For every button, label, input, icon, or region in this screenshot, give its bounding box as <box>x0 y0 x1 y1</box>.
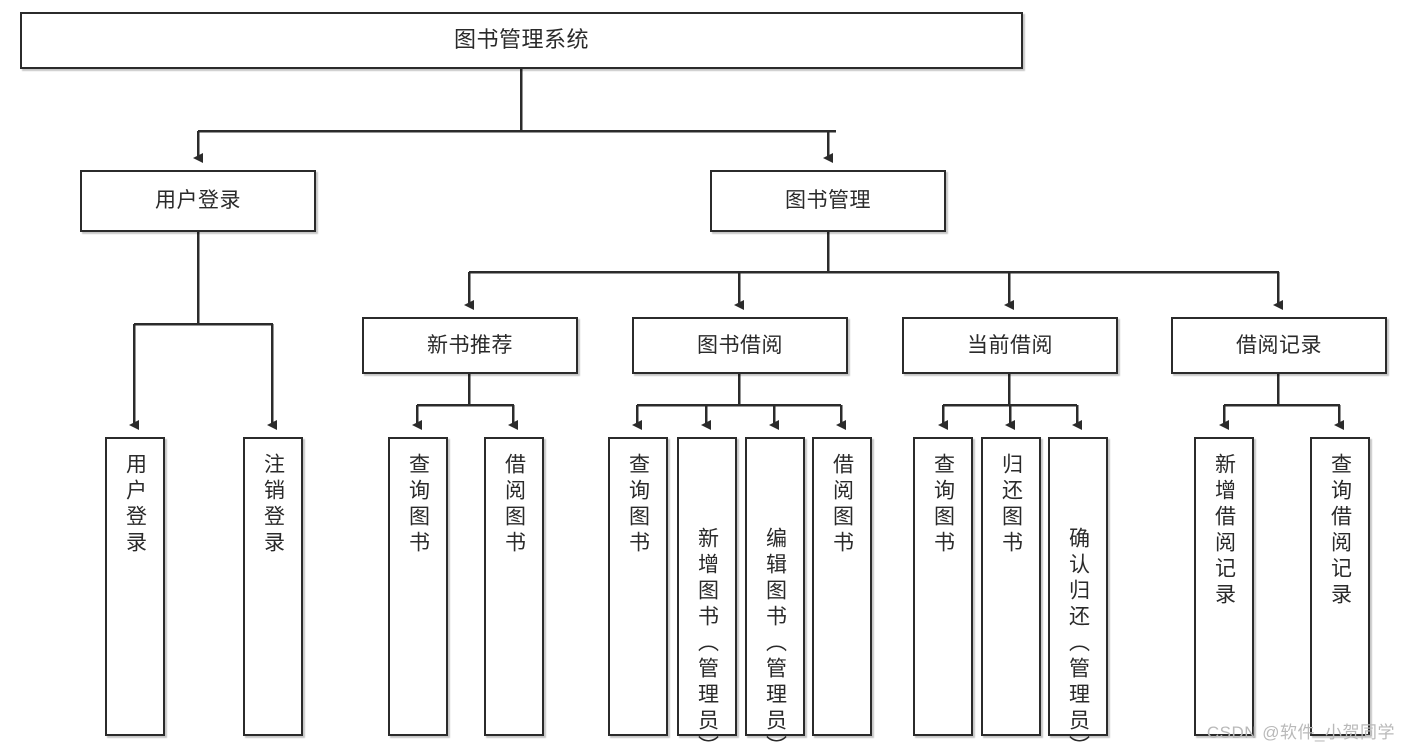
node-leaf-add-record[interactable]: 新增借阅记录 <box>1194 437 1254 736</box>
node-label: 用户登录 <box>155 189 241 213</box>
node-leaf-query-record[interactable]: 查询借阅记录 <box>1310 437 1370 736</box>
node-root[interactable]: 图书管理系统 <box>20 12 1023 69</box>
node-leaf-query-book-2[interactable]: 查询图书 <box>608 437 668 736</box>
node-label: 归还图书 <box>999 453 1023 557</box>
node-book-manage[interactable]: 图书管理 <box>710 170 946 232</box>
node-label: 查询图书 <box>406 453 430 557</box>
node-label: 查询图书 <box>626 453 650 557</box>
node-label: 编辑图书（管理员） <box>763 527 787 747</box>
node-label: 借阅记录 <box>1236 333 1322 357</box>
csdn-watermark: CSDN @软件_小贺同学 <box>1206 723 1395 742</box>
node-leaf-borrow-book-2[interactable]: 借阅图书 <box>812 437 872 736</box>
node-user-login[interactable]: 用户登录 <box>80 170 316 232</box>
node-label: 确认归还（管理员） <box>1066 527 1090 747</box>
node-label: 借阅图书 <box>502 453 526 557</box>
node-new-book-recommend[interactable]: 新书推荐 <box>362 317 578 374</box>
node-label: 图书管理系统 <box>453 27 589 53</box>
node-label: 查询借阅记录 <box>1328 453 1352 609</box>
node-borrow-record[interactable]: 借阅记录 <box>1171 317 1387 374</box>
node-leaf-logout-login[interactable]: 注销登录 <box>243 437 303 736</box>
node-leaf-return-book[interactable]: 归还图书 <box>981 437 1041 736</box>
node-label: 用户登录 <box>123 453 147 557</box>
node-book-borrow[interactable]: 图书借阅 <box>632 317 848 374</box>
node-label: 新书推荐 <box>427 333 513 357</box>
node-current-borrow[interactable]: 当前借阅 <box>902 317 1118 374</box>
node-leaf-add-book[interactable]: 新增图书（管理员） <box>677 437 737 747</box>
node-label: 当前借阅 <box>967 333 1053 357</box>
node-label: 借阅图书 <box>830 453 854 557</box>
node-leaf-borrow-book-1[interactable]: 借阅图书 <box>484 437 544 736</box>
node-leaf-user-login[interactable]: 用户登录 <box>105 437 165 736</box>
node-leaf-edit-book[interactable]: 编辑图书（管理员） <box>745 437 805 747</box>
node-label: 图书管理 <box>785 189 871 213</box>
node-label: 注销登录 <box>261 453 285 557</box>
node-leaf-query-book-1[interactable]: 查询图书 <box>388 437 448 736</box>
node-label: 图书借阅 <box>697 333 783 357</box>
node-label: 新增借阅记录 <box>1212 453 1236 609</box>
node-leaf-query-book-3[interactable]: 查询图书 <box>913 437 973 736</box>
node-label: 新增图书（管理员） <box>695 527 719 747</box>
node-label: 查询图书 <box>931 453 955 557</box>
node-leaf-confirm-return[interactable]: 确认归还（管理员） <box>1048 437 1108 747</box>
